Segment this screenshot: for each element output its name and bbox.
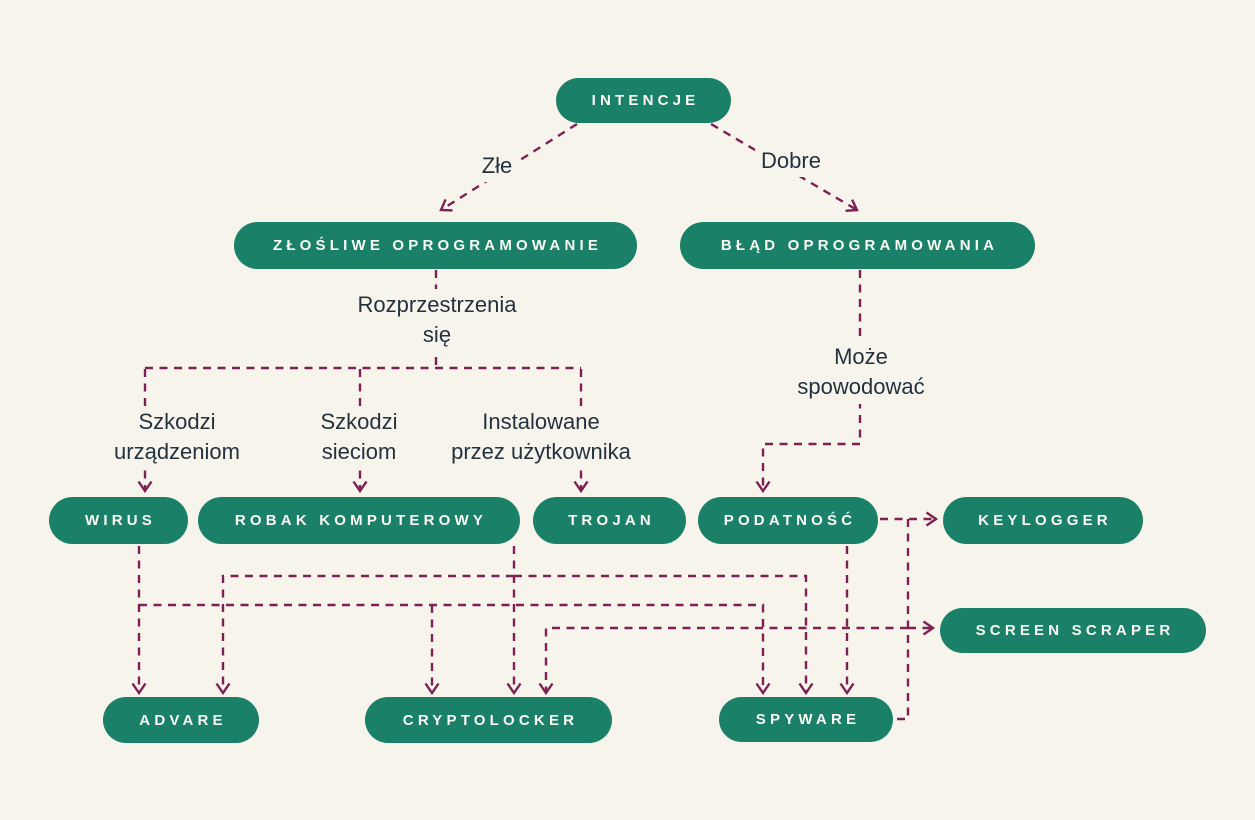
edge-label-instalowane-przez-uzytkownika: Instalowane przez użytkownika — [445, 406, 637, 469]
edge-label-line: przez użytkownika — [451, 439, 631, 465]
node-robak-komputerowy: ROBAK KOMPUTEROWY — [198, 497, 520, 544]
edge-robak-to-spyware — [514, 574, 814, 696]
edge-label-line: Szkodzi — [320, 409, 398, 434]
node-podatnosc: PODATNOŚĆ — [698, 497, 878, 544]
edge-label-line: się — [422, 322, 452, 348]
node-wirus: WIRUS — [49, 497, 188, 544]
edge-label-line: Instalowane — [482, 409, 600, 434]
edge-label-line: urządzeniom — [114, 439, 240, 465]
node-spyware: SPYWARE — [719, 697, 893, 742]
node-zlosliwe-oprogramowanie: ZŁOŚLIWE OPROGRAMOWANIE — [234, 222, 637, 269]
edge-podatnosc-to-cryptolocker — [538, 626, 908, 696]
edge-label-line: Złe — [481, 153, 513, 178]
edge-label-szkodzi-sieciom: Szkodzi sieciom — [314, 406, 404, 469]
edge-label-line: Rozprzestrzenia — [357, 292, 517, 317]
node-blad-oprogramowania: BŁĄD OPROGRAMOWANIA — [680, 222, 1035, 269]
edge-label-line: Szkodzi — [138, 409, 216, 434]
edge-label-dobre: Dobre — [755, 145, 827, 178]
edge-label-line: Dobre — [761, 148, 821, 173]
edge-label-szkodzi-urzadzeniom: Szkodzi urządzeniom — [108, 406, 246, 469]
edge-wirus-to-spyware — [139, 603, 771, 696]
edge-label-rozprzestrzenia-sie: Rozprzestrzenia się — [351, 289, 523, 352]
edge-label-zle: Złe — [475, 150, 519, 183]
node-intencje: INTENCJE — [556, 78, 731, 123]
node-cryptolocker: CRYPTOLOCKER — [365, 697, 612, 743]
node-advare: ADVARE — [103, 697, 259, 743]
edge-label-line: sieciom — [321, 439, 397, 465]
edge-spyware-link-vertical — [897, 519, 910, 721]
edge-label-line: spowodować — [797, 374, 925, 400]
edge-label-moze-spowodowac: Może spowodować — [791, 341, 931, 404]
node-screen-scraper: SCREEN SCRAPER — [940, 608, 1206, 653]
edge-robak-to-advare — [215, 574, 514, 696]
node-keylogger: KEYLOGGER — [943, 497, 1143, 544]
edge-label-line: Może — [834, 344, 888, 369]
node-trojan: TROJAN — [533, 497, 686, 544]
